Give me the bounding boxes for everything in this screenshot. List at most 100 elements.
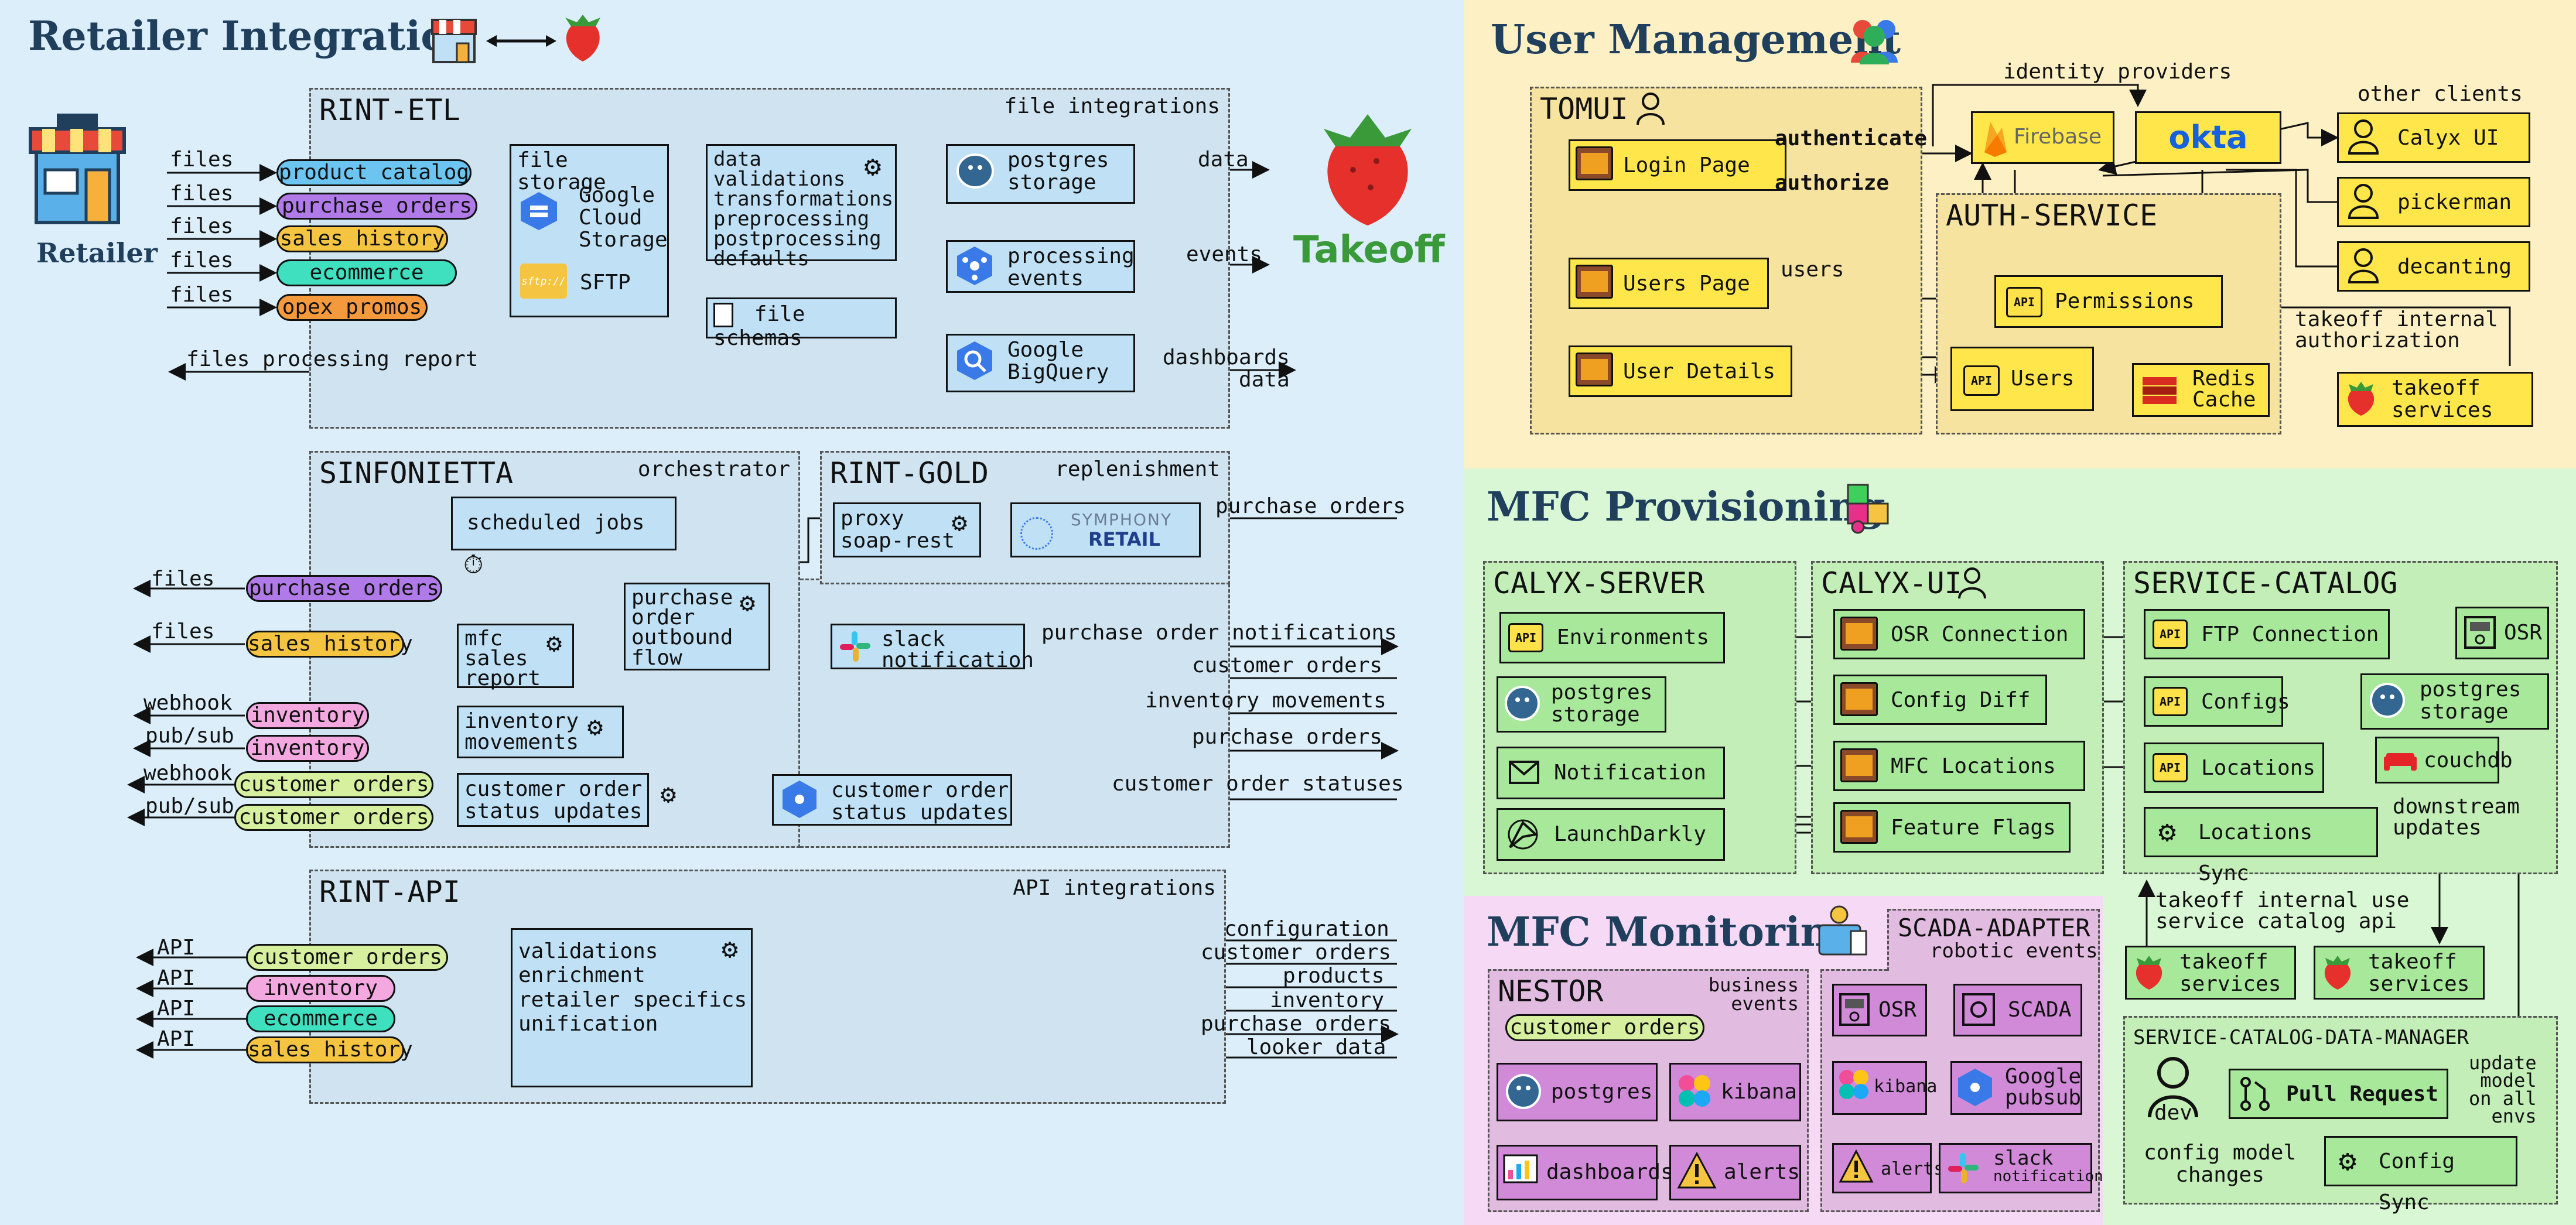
login-page-label: Login Page (1623, 153, 1750, 177)
takeoff-services-box-2: takeoff services (2314, 946, 2485, 1000)
cs-postgres-box: postgres storage (1497, 676, 1666, 733)
scada-slack-label-b: notification (1993, 1168, 2103, 1185)
rint-api-name: RINT-API (319, 875, 460, 909)
nestor-kibana-label: kibana (1721, 1080, 1798, 1104)
identity-providers-label: identity providers (2003, 60, 2232, 84)
sftp-icon: sftp:// (520, 264, 567, 299)
dev-user-icon (2144, 1054, 2202, 1118)
retailer-integration-title: Retailer Integration (28, 13, 477, 60)
file-storage-title: file storage (517, 148, 606, 194)
config-sync-box: Config Sync (2324, 1136, 2517, 1214)
sinf-out-customer-orders-2: customer orders (234, 804, 433, 831)
slack-icon (838, 629, 873, 664)
gears-icon-co-status: ⚙ (660, 779, 677, 809)
osr-connection-label: OSR Connection (1891, 622, 2069, 646)
co-status-box-right: customer order status updates (772, 774, 1012, 826)
gcs-label: Google Cloud Storage (579, 183, 668, 252)
config-model-changes-label: config model changes (2144, 1141, 2297, 1187)
file-schemas-label: file schemas (713, 302, 805, 350)
other-clients-label: other clients (2358, 82, 2523, 106)
two-way-arrow-icon (486, 29, 556, 53)
rint-api-sub: API integrations (1013, 876, 1216, 900)
redis-icon (2139, 369, 2180, 410)
puzzle-icon (1842, 480, 1895, 539)
launchdarkly-label: LaunchDarkly (1554, 822, 1707, 846)
authorize-label: authorize (1775, 171, 1890, 195)
monitoring-customer-orders: customer orders (1505, 1014, 1704, 1041)
api-in-inventory: inventory (1270, 988, 1385, 1012)
sinf-out-purchase-orders: purchase orders (246, 575, 442, 602)
api-core-text: validations enrichment retailer specific… (518, 939, 747, 1036)
gears-icon-po: ⚙ (739, 587, 756, 618)
locations-sync-box: Locations Sync (2144, 807, 2378, 885)
symphony-text-a: SYMPHONY (1071, 510, 1173, 529)
client-pickerman-user-icon (2346, 182, 2381, 220)
sinf-out-label-4: webhook (144, 761, 233, 785)
config-diff-label: Config Diff (1891, 688, 2031, 712)
sinf-out-label-3: pub/sub (145, 724, 234, 748)
git-pull-request-icon (2237, 1076, 2273, 1111)
users-api-icon: API (1963, 365, 2000, 396)
takeoff-services-label-1: takeoff services (2179, 950, 2281, 996)
users-service-label: Users (2011, 367, 2075, 391)
configs-api-icon: API (2153, 687, 2188, 716)
locations-sync-label: Locations Sync (2198, 820, 2313, 885)
client-decanting-label: decanting (2397, 255, 2512, 279)
permissions-api-icon: API (2006, 287, 2042, 317)
pubsub-icon-co-status (779, 779, 820, 820)
mfc-sales-report-text: mfc sales report (464, 627, 541, 691)
api-out-label-1: API (157, 966, 196, 990)
users-page-icon (1576, 265, 1613, 299)
service-catalog-name: SERVICE-CATALOG (2133, 566, 2398, 600)
retailer-store-icon (25, 111, 130, 228)
couchdb-icon (2383, 745, 2418, 774)
okta-label: okta (2168, 119, 2248, 156)
scada-osr-box: OSR (1832, 984, 1927, 1036)
rint-gold-name: RINT-GOLD (830, 456, 989, 490)
monitoring-person-icon (1816, 902, 1870, 960)
sc-postgres-label: postgres storage (2420, 677, 2522, 724)
locations-api-icon: API (2153, 753, 2188, 782)
mfc-monitoring-title: MFC Monitoring (1487, 909, 1857, 956)
po-outbound-flow-text: purchase order outbound flow (631, 586, 733, 670)
ftp-connection-label: FTP Connection (2201, 622, 2379, 646)
couchdb-label: couchdb (2424, 748, 2513, 772)
envelope-icon (1508, 759, 1540, 786)
postgres-storage-text: postgres storage (1007, 148, 1109, 194)
api-out-label-3: API (157, 1027, 196, 1051)
ftp-connection-box: FTP Connection (2144, 609, 2390, 659)
osr-box: OSR (2455, 607, 2549, 659)
scada-slack-box: slack notification (1939, 1143, 2103, 1193)
api-in-configuration: configuration (1224, 917, 1389, 941)
downstream-updates-label: downstream updates (2393, 795, 2520, 840)
rint-etl-name: RINT-ETL (319, 93, 460, 127)
api-in-looker-data: looker data (1246, 1035, 1386, 1059)
proxy-soap-rest-text: proxy soap-rest (841, 507, 955, 553)
firebase-label: Firebase (2014, 125, 2102, 149)
configs-label: Configs (2201, 690, 2290, 714)
calyx-ui-name: CALYX-UI (1821, 566, 1962, 600)
alerts-label: alerts (1724, 1160, 1801, 1184)
strawberry-icon (559, 12, 606, 64)
gears-icon-proxy: ⚙ (951, 507, 968, 538)
scheduled-jobs-label: scheduled jobs (467, 511, 645, 535)
scada-label: SCADA (2008, 998, 2072, 1022)
api-out-label-2: API (157, 997, 196, 1021)
co-status-text-left: customer order status updates (464, 777, 643, 823)
strawberry-icon-mfc-2 (2319, 953, 2356, 992)
locations-label: Locations (2201, 756, 2316, 780)
etl-out-dashboards: dashboards data (1163, 345, 1290, 392)
processing-events-text: processing events (1007, 244, 1135, 290)
internal-use-label: takeoff internal use service catalog api (2155, 888, 2410, 933)
strawberry-icon-mfc-1 (2131, 953, 2167, 992)
api-out-customer-orders: customer orders (246, 944, 448, 971)
firebase-icon (1979, 117, 2011, 158)
nestor-postgres-box: postgres (1497, 1063, 1658, 1121)
api-out-sales-history: sales history (246, 1036, 413, 1063)
feature-flags-label: Feature Flags (1891, 816, 2056, 840)
update-model-label: update model on all envs (2469, 1052, 2537, 1128)
slack-notification-box: slack notification (831, 624, 1034, 671)
notification-label: Notification (1554, 761, 1707, 785)
scada-adapter-tab (1887, 909, 2100, 971)
etl-files-label-1: files (170, 148, 234, 172)
